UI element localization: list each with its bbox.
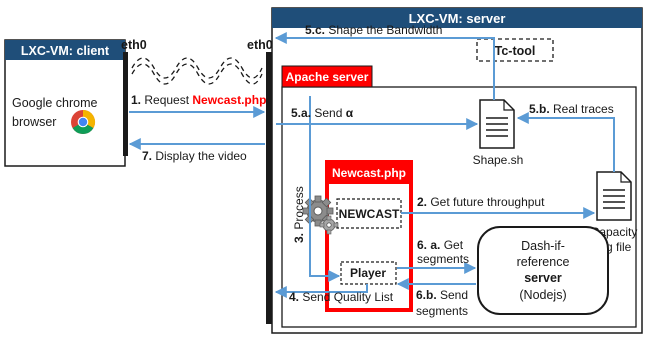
arrow-process [309, 96, 341, 282]
arrow-quality-list [274, 284, 368, 298]
step-5b-label: 5.b. Real traces [529, 102, 614, 116]
client-app-label-line2: browser [12, 115, 56, 129]
step-3-label: 3. Process [292, 186, 306, 243]
step-1-label: 1. Request Newcast.php [131, 93, 266, 107]
document-icon [596, 171, 632, 221]
player-label: Player [350, 266, 386, 280]
chrome-icon [71, 110, 96, 135]
server-nic-bar [266, 52, 272, 324]
tc-tool: Tc-tool [476, 38, 554, 62]
client-nic-bar [123, 52, 128, 156]
step-6b-label: 6.b. Send [416, 288, 468, 302]
wireless-link [131, 57, 263, 85]
step-6a-label-line2: segments [417, 252, 469, 266]
step-5a-label: 5.a. Send α [291, 106, 354, 120]
arrow-real-traces [516, 112, 615, 172]
arrow-shape-bandwidth [274, 32, 495, 100]
dash-server-line4: (Nodejs) [519, 288, 566, 302]
newcast-php: Newcast.php NEWCAST Player [325, 160, 413, 312]
dash-server-line3: server [524, 271, 562, 285]
step-5c-label: 5.c. Shape the Bandwidth [305, 23, 442, 37]
dash-server: Dash-if- reference server (Nodejs) [477, 226, 609, 315]
document-icon [479, 99, 515, 149]
step-6b-label-line2: segments [416, 304, 468, 318]
shape-script: Shape.sh [473, 99, 524, 167]
server-eth-label: eth0 [247, 38, 273, 52]
server-title: LXC-VM: server [409, 11, 506, 26]
shape-label: Shape.sh [473, 153, 524, 167]
step-4-label: 4. Send Quality List [289, 290, 394, 304]
flow-arrows [128, 32, 615, 298]
step-6a-label: 6. a. Get [417, 238, 464, 252]
newcast-module-label: NEWCAST [339, 207, 400, 221]
newcast-title: Newcast.php [332, 166, 406, 180]
tc-tool-label: Tc-tool [495, 44, 536, 58]
capacity-log: Capacity log file [591, 171, 637, 254]
dash-server-line2: reference [517, 255, 570, 269]
gears-icon [302, 195, 339, 235]
client-app-label: Google chrome [12, 96, 98, 110]
step-2-label: 2. Get future throughput [417, 195, 545, 209]
client-vm: LXC-VM: client Google chrome browser eth… [4, 38, 147, 167]
apache-server: Apache server [281, 65, 637, 328]
client-eth-label: eth0 [121, 38, 147, 52]
apache-title: Apache server [286, 70, 369, 84]
client-title: LXC-VM: client [21, 44, 110, 58]
dash-server-line1: Dash-if- [521, 239, 565, 253]
step-7-label: 7. Display the video [142, 149, 247, 163]
